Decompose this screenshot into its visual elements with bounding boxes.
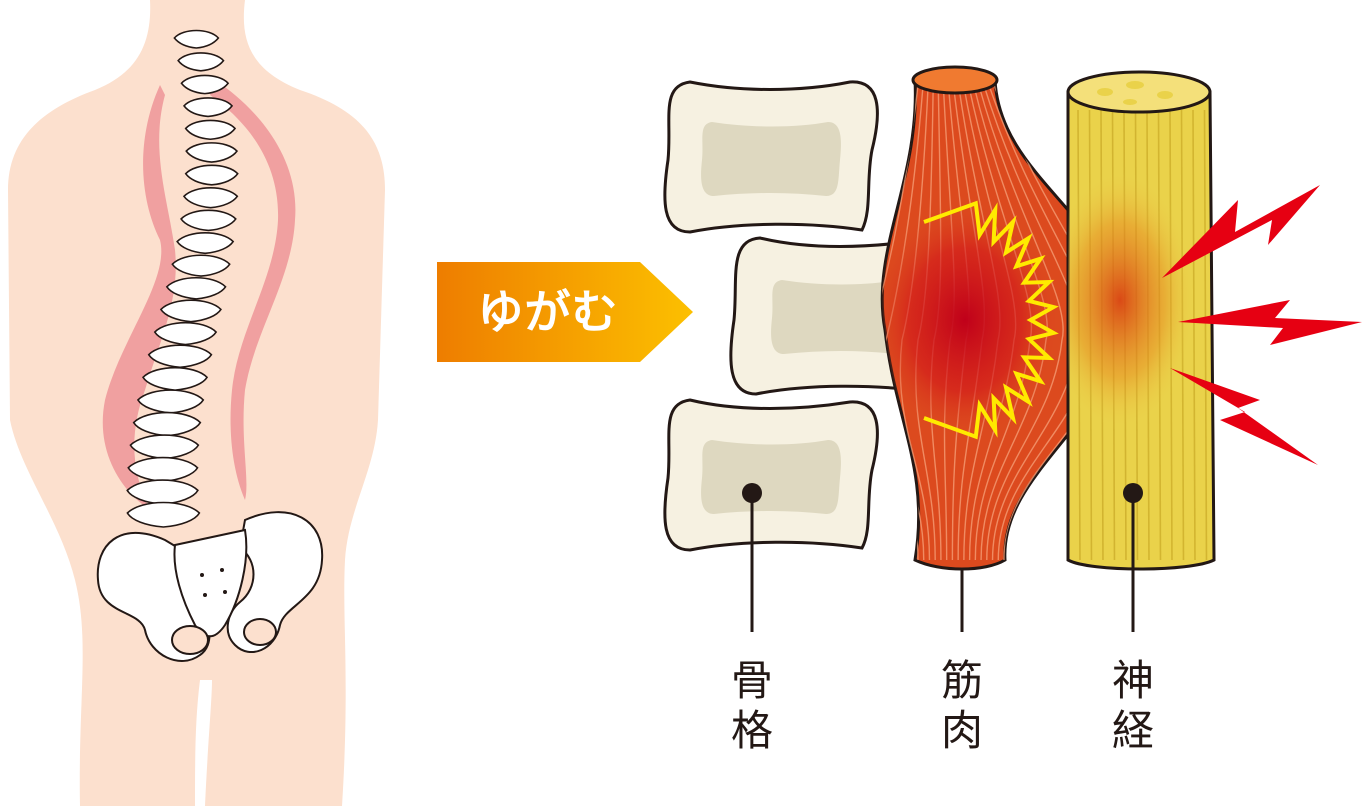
muscle-top-face [911,65,999,95]
callouts: 骨 格 筋 肉 神 経 [731,483,1154,755]
vertebra [165,277,227,300]
pelvis [96,511,324,662]
nerve-bundle [1066,70,1216,571]
pain-lightning-group [1162,185,1362,465]
vertebra [153,322,218,346]
muscle-label-2: 肉 [941,706,983,755]
vertebra [184,164,239,186]
leader-dot-icon [1123,483,1143,503]
vertebra [147,344,213,369]
muscle-callout: 筋 肉 [941,568,983,755]
lightning-bolt-icon [1170,368,1318,465]
nerve-label-2: 経 [1112,706,1154,755]
bone-label-1: 骨 [731,656,773,705]
vertebra [142,366,209,391]
right-spinal-muscle [210,80,296,500]
vertebra-top [663,80,879,234]
spine [126,29,239,528]
torso-illustration [8,0,385,806]
vertebra [136,389,205,414]
lightning-bolt-icon [1162,185,1320,278]
muscle-label-1: 筋 [941,656,983,705]
vertebra [173,29,220,49]
vertebra [180,74,230,95]
vertebra [126,479,199,505]
arrow-shape [437,262,693,362]
vertebra [126,501,201,528]
nerve-callout: 神 経 [1112,483,1154,755]
vertebra [182,97,234,118]
muscle-pain-glow [882,200,1060,440]
nerve-pain-glow [1068,170,1195,430]
vertebra-bottom [663,398,879,552]
vertebra [132,411,202,437]
muscle-bundle [880,65,1122,571]
distortion-arrow: ゆがむ [437,262,693,362]
vertebra [182,187,239,209]
vertebra [177,52,225,72]
nerve-fiber [1203,109,1208,560]
nerve-label-1: 神 [1112,656,1154,705]
nerve-fiber [1192,109,1196,560]
muscle-pain-zigzag [923,200,1059,440]
vertebra [171,254,231,277]
vertebra [129,434,200,460]
vertebra [176,232,235,255]
bone-label-2: 格 [731,706,773,755]
vertebra [184,119,237,141]
nerve-fascicles [1097,81,1173,105]
leader-dot-icon [742,483,762,503]
nerve-top-face [1066,70,1212,114]
left-spinal-muscle [102,85,176,510]
vertebra [180,209,237,232]
vertebra [185,142,238,163]
arrow-label: ゆがむ [478,285,619,339]
lightning-bolt-icon [1178,300,1362,345]
vertebra [127,456,199,483]
muscle-fiber [978,84,1064,560]
bone-callout: 骨 格 [731,483,773,755]
vertebra [159,299,222,323]
